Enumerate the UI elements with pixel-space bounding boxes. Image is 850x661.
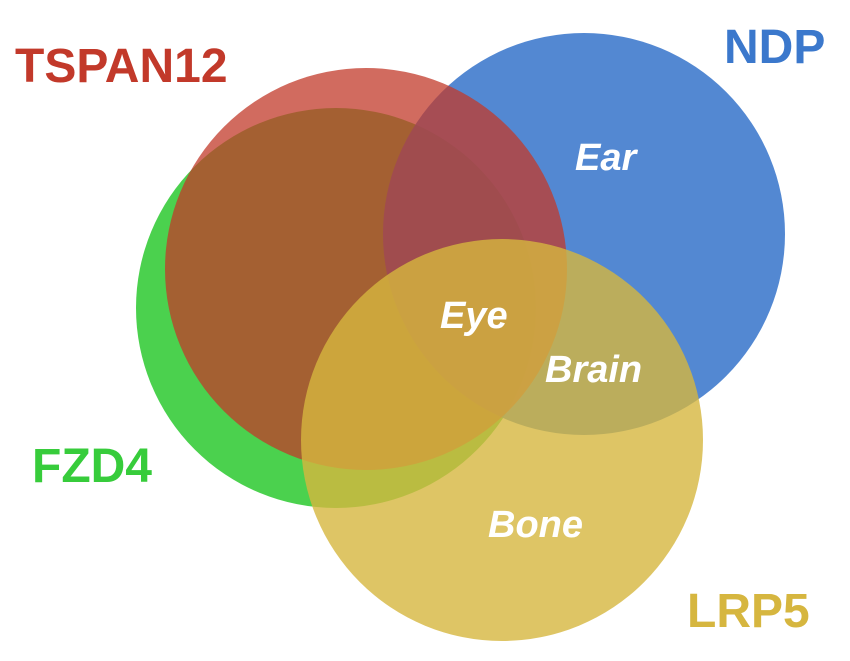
ndp-label: NDP (724, 21, 825, 74)
lrp5-circle (301, 239, 703, 641)
brain-region-label: Brain (545, 349, 642, 391)
bone-region-label: Bone (488, 504, 583, 546)
lrp5-label: LRP5 (687, 585, 810, 638)
ear-region-label: Ear (575, 137, 638, 179)
eye-region-label: Eye (440, 295, 508, 337)
fzd4-label: FZD4 (32, 440, 152, 493)
tspan12-label: TSPAN12 (15, 40, 228, 93)
